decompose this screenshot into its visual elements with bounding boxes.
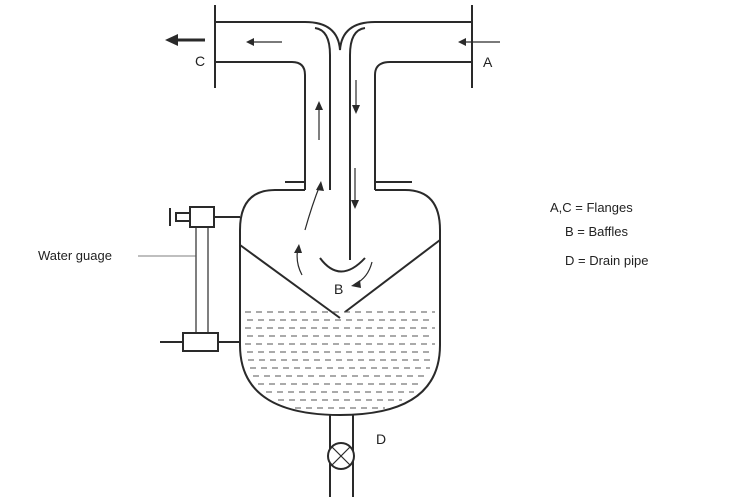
baffle-right bbox=[344, 239, 441, 313]
label-b: B bbox=[334, 281, 343, 297]
left-riser-inner-wall bbox=[314, 27, 331, 190]
label-a: A bbox=[483, 54, 493, 70]
label-d: D bbox=[376, 431, 386, 447]
water-gauge bbox=[138, 206, 240, 352]
inner-cup bbox=[319, 257, 366, 273]
label-c: C bbox=[195, 53, 205, 69]
baffle-left bbox=[239, 244, 341, 319]
left-branch-inner bbox=[215, 61, 306, 190]
legend-flanges: A,C = Flanges bbox=[550, 200, 633, 215]
exit-arrow bbox=[165, 34, 178, 46]
downcomer-left-wall bbox=[349, 27, 366, 260]
flow-arrows bbox=[165, 34, 500, 288]
label-water-gauge: Water guage bbox=[38, 248, 112, 263]
vessel-body bbox=[239, 189, 441, 417]
top-pipe-outer bbox=[215, 21, 472, 51]
water-level bbox=[245, 311, 435, 409]
drain-pipe bbox=[327, 414, 355, 497]
legend-drain-pipe: D = Drain pipe bbox=[565, 253, 648, 268]
legend-baffles: B = Baffles bbox=[565, 224, 628, 239]
right-branch-inner bbox=[374, 61, 472, 190]
